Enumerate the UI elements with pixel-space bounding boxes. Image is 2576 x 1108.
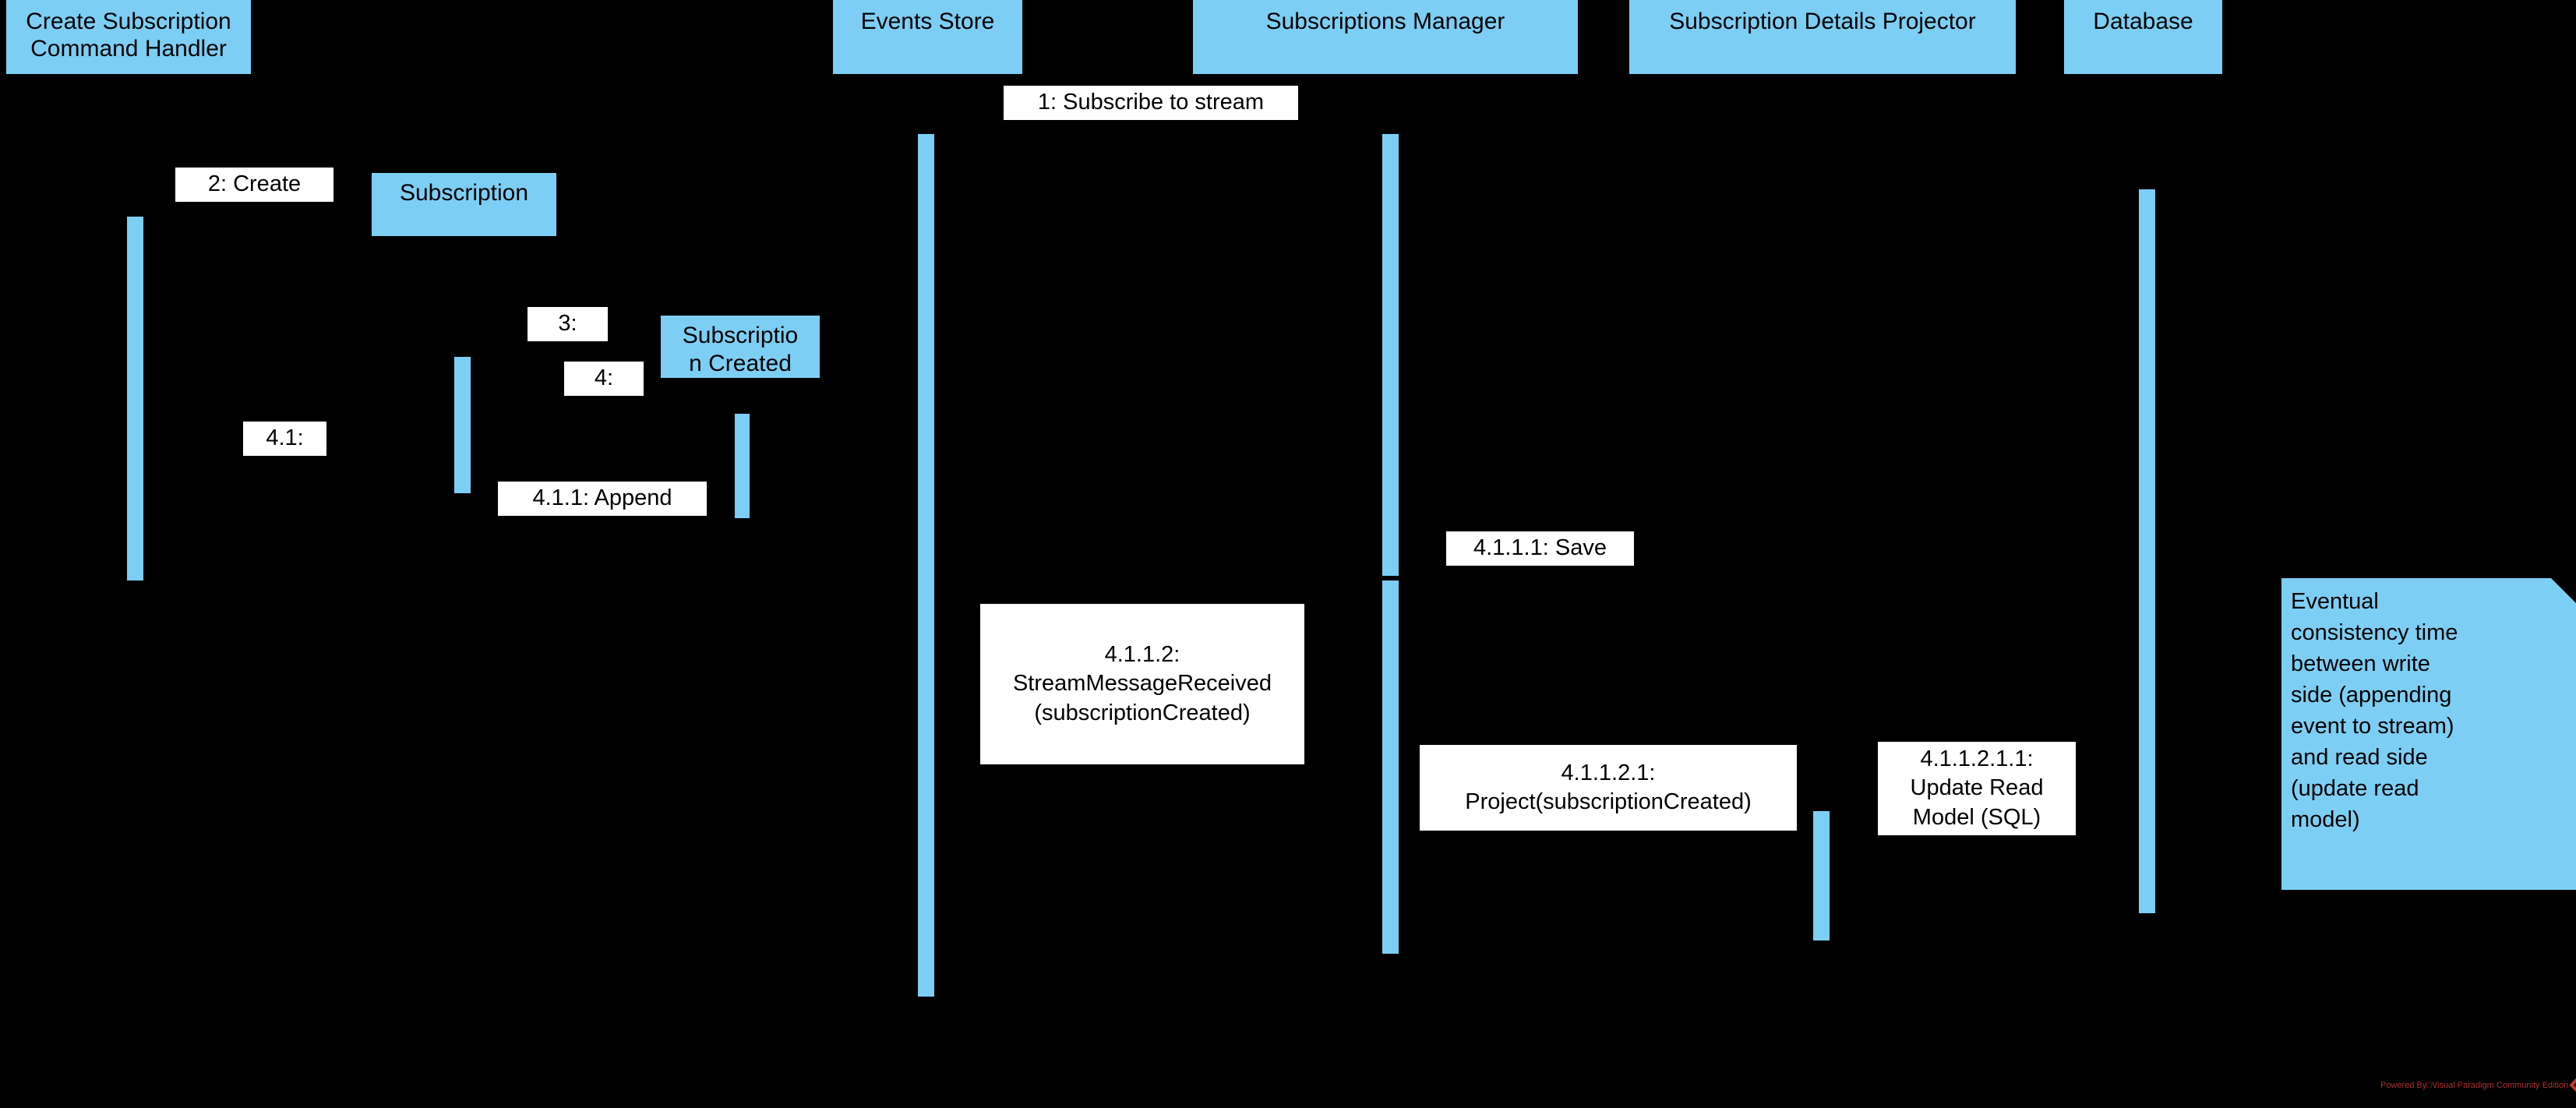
- activation-bar-subscription-created: [735, 414, 750, 518]
- activation-bar-subscriptions-manager-lower: [1382, 580, 1399, 954]
- lifeline-header-events-store[interactable]: Events Store: [833, 0, 1022, 74]
- message-label-4-1-1-2-stream-message-received[interactable]: 4.1.1.2: StreamMessageReceived (subscrip…: [980, 604, 1304, 764]
- lifeline-header-subscription-details-projector[interactable]: Subscription Details Projector: [1629, 0, 2016, 74]
- message-label-4-1-1-2-1-1-update-read-model[interactable]: 4.1.1.2.1.1: Update Read Model (SQL): [1878, 742, 2076, 835]
- activation-bar-subscription: [454, 357, 471, 493]
- message-label-3[interactable]: 3:: [528, 307, 608, 341]
- activation-bar-database: [2139, 189, 2155, 913]
- lifeline-header-subscriptions-manager[interactable]: Subscriptions Manager: [1193, 0, 1578, 74]
- object-box-subscription-created[interactable]: Subscriptio n Created: [661, 316, 820, 378]
- message-label-4[interactable]: 4:: [564, 362, 644, 396]
- activation-bar-subscriptions-manager-upper: [1382, 134, 1399, 576]
- message-label-1-subscribe-to-stream[interactable]: 1: Subscribe to stream: [1004, 86, 1298, 120]
- lifeline-header-create-subscription-command-handler[interactable]: Create Subscription Command Handler: [6, 0, 251, 74]
- watermark-powered-by: Powered By□Visual Paradigm Community Edi…: [2380, 1078, 2576, 1092]
- watermark-text: Powered By□Visual Paradigm Community Edi…: [2380, 1080, 2569, 1090]
- message-label-4-1-1-1-save[interactable]: 4.1.1.1: Save: [1446, 531, 1634, 566]
- message-label-2-create[interactable]: 2: Create: [175, 168, 333, 202]
- object-box-subscription[interactable]: Subscription: [372, 173, 556, 236]
- lifeline-header-database[interactable]: Database: [2064, 0, 2222, 74]
- message-label-4-1[interactable]: 4.1:: [243, 422, 326, 456]
- note-eventual-consistency[interactable]: Eventual consistency time between write …: [2281, 578, 2576, 890]
- message-label-4-1-1-append[interactable]: 4.1.1: Append: [498, 482, 707, 516]
- visual-paradigm-logo-icon: [2569, 1078, 2576, 1092]
- activation-bar-subscription-details-projector: [1813, 811, 1830, 940]
- message-label-4-1-1-2-1-project[interactable]: 4.1.1.2.1: Project(subscriptionCreated): [1420, 745, 1797, 831]
- activation-bar-command-handler: [127, 217, 143, 580]
- activation-bar-events-store: [918, 134, 934, 997]
